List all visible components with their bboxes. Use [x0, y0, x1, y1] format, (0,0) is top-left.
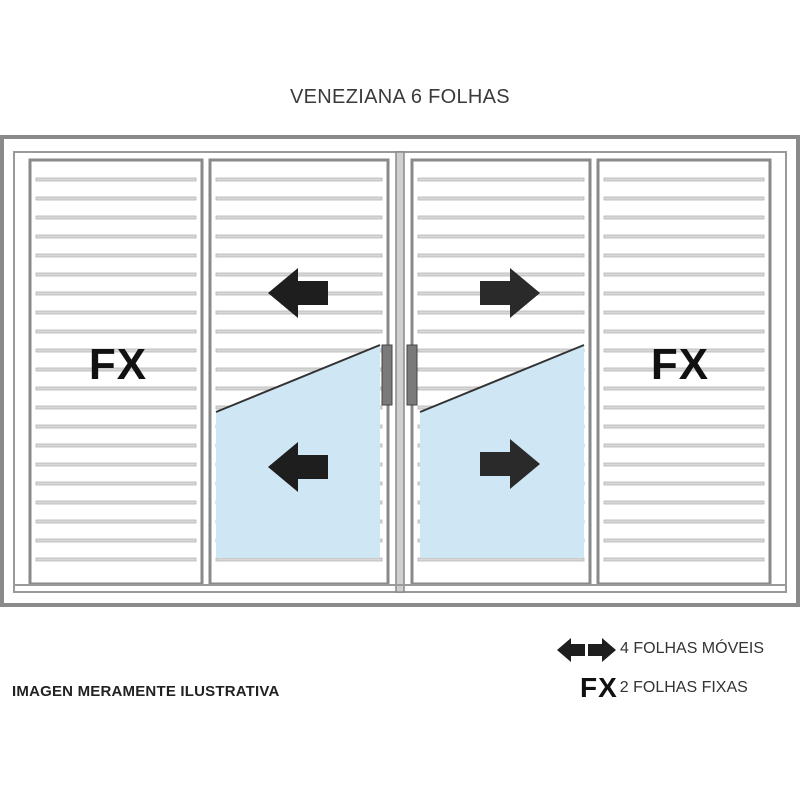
- louver-slat: [603, 557, 765, 562]
- center-mullion: [395, 151, 405, 593]
- louver-slat: [603, 329, 765, 334]
- louver-slat: [35, 405, 197, 410]
- louver-slat: [35, 177, 197, 182]
- panel-sliding-left: [208, 158, 390, 586]
- arrow-right-icon: [480, 439, 540, 489]
- louver-slat: [215, 557, 383, 562]
- louver-slat: [603, 196, 765, 201]
- handle-left: [381, 344, 393, 406]
- louver-slat: [417, 272, 585, 277]
- louver-slat: [417, 177, 585, 182]
- louver-slat: [603, 348, 765, 353]
- louver-slat: [35, 253, 197, 258]
- louver-slat: [35, 386, 197, 391]
- panel-fixed-left: [28, 158, 204, 586]
- louver-slat: [215, 234, 383, 239]
- louver-slat: [417, 215, 585, 220]
- louver-slat: [35, 367, 197, 372]
- louver-slat: [35, 291, 197, 296]
- fixed-panel-label-right: FX: [650, 340, 710, 389]
- louver-slat: [603, 538, 765, 543]
- louver-slat: [603, 291, 765, 296]
- louver-slat: [417, 557, 585, 562]
- louver-slat: [35, 443, 197, 448]
- louver-slat: [35, 234, 197, 239]
- panel-sliding-right: [410, 158, 592, 586]
- louver-slat: [603, 253, 765, 258]
- louver-slat: [417, 234, 585, 239]
- legend-moveis: 4 FOLHAS MÓVEIS: [618, 640, 764, 658]
- louver-slat: [35, 538, 197, 543]
- louver-slat: [603, 443, 765, 448]
- diagram-title: VENEZIANA 6 FOLHAS: [290, 86, 510, 108]
- louver-slat: [35, 196, 197, 201]
- louver-slat: [35, 462, 197, 467]
- louver-slat: [603, 367, 765, 372]
- disclaimer-text: IMAGEN MERAMENTE ILUSTRATIVA: [12, 683, 280, 700]
- louver-slat: [35, 272, 197, 277]
- legend-fx-symbol: FX: [580, 672, 618, 703]
- arrow-right-icon: [480, 268, 540, 318]
- handle-right: [406, 344, 418, 406]
- louver-slat: [603, 272, 765, 277]
- louver-slat: [215, 348, 383, 353]
- louver-slat: [35, 348, 197, 353]
- fixed-panel-label-left: FX: [88, 340, 148, 389]
- arrow-left-icon: [268, 268, 328, 318]
- panel-fixed-right: [596, 158, 772, 586]
- louver-slat: [603, 386, 765, 391]
- louver-slat: [215, 272, 383, 277]
- louver-slat: [35, 557, 197, 562]
- louver-slat: [35, 481, 197, 486]
- legend-fixas-text: 2 FOLHAS FIXAS: [619, 679, 748, 696]
- arrow-left-icon: [268, 442, 328, 492]
- louver-slat: [417, 348, 585, 353]
- louver-slat: [603, 215, 765, 220]
- louver-slat: [215, 329, 383, 334]
- louver-slat: [417, 196, 585, 201]
- legend-fixas: FX 2 FOLHAS FIXAS: [580, 672, 748, 704]
- louver-slat: [603, 234, 765, 239]
- louver-slat: [603, 424, 765, 429]
- louver-slat: [35, 500, 197, 505]
- louver-slat: [417, 310, 585, 315]
- louver-slat: [215, 196, 383, 201]
- louver-slat: [35, 329, 197, 334]
- legend-moveis-text: 4 FOLHAS MÓVEIS: [620, 640, 765, 657]
- louver-slat: [603, 462, 765, 467]
- louver-slat: [417, 253, 585, 258]
- glass-area-right: [420, 345, 584, 558]
- louver-slat: [35, 424, 197, 429]
- legend-arrow-right-icon: [588, 638, 616, 662]
- louver-slat: [603, 519, 765, 524]
- louver-slat: [35, 215, 197, 220]
- louver-slat: [417, 329, 585, 334]
- louver-slat: [215, 310, 383, 315]
- louver-slat: [603, 177, 765, 182]
- louver-slat: [603, 481, 765, 486]
- louver-slat: [215, 215, 383, 220]
- louver-slat: [35, 310, 197, 315]
- louver-slat: [603, 405, 765, 410]
- louver-slat: [35, 519, 197, 524]
- legend-arrow-left-icon: [557, 638, 585, 662]
- louver-slat: [215, 253, 383, 258]
- louver-slat: [603, 500, 765, 505]
- louver-slat: [603, 310, 765, 315]
- louver-slat: [215, 177, 383, 182]
